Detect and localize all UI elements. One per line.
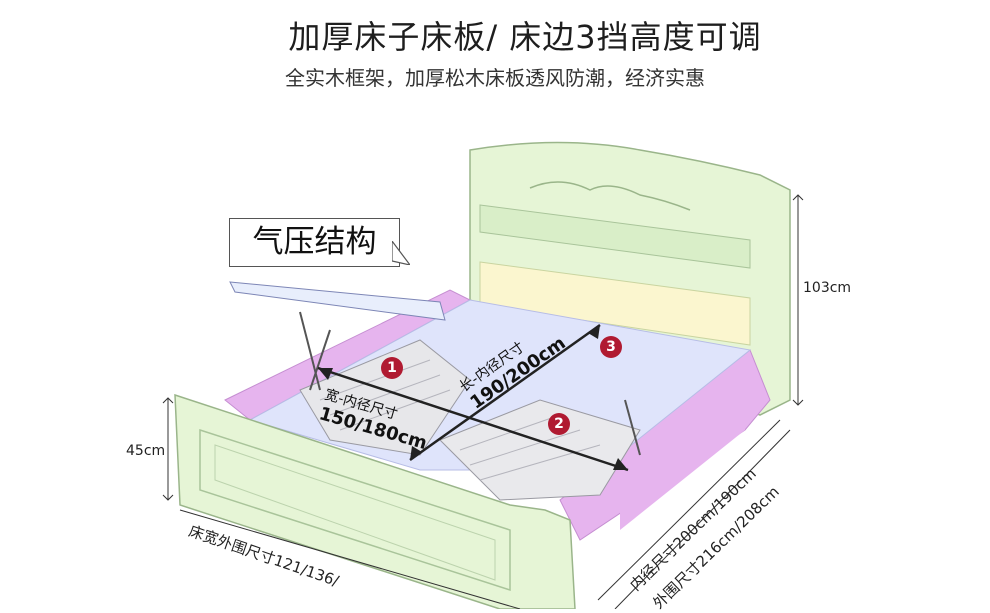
callout-pointer [392, 241, 410, 265]
page-subtitle: 全实木框架，加厚松木床板透风防潮，经济实惠 [285, 66, 705, 90]
marker-2: 2 [548, 413, 570, 435]
footboard-height-label: 45cm [126, 443, 166, 459]
page-title: 加厚床子床板/ 床边3挡高度可调 [288, 18, 762, 56]
lifted-lid [229, 281, 446, 321]
headboard-height-label: 103cm [803, 280, 852, 296]
marker-3: 3 [600, 336, 622, 358]
marker-1: 1 [381, 357, 403, 379]
footboard [174, 393, 576, 609]
callout-box: 气压结构 [229, 218, 400, 267]
